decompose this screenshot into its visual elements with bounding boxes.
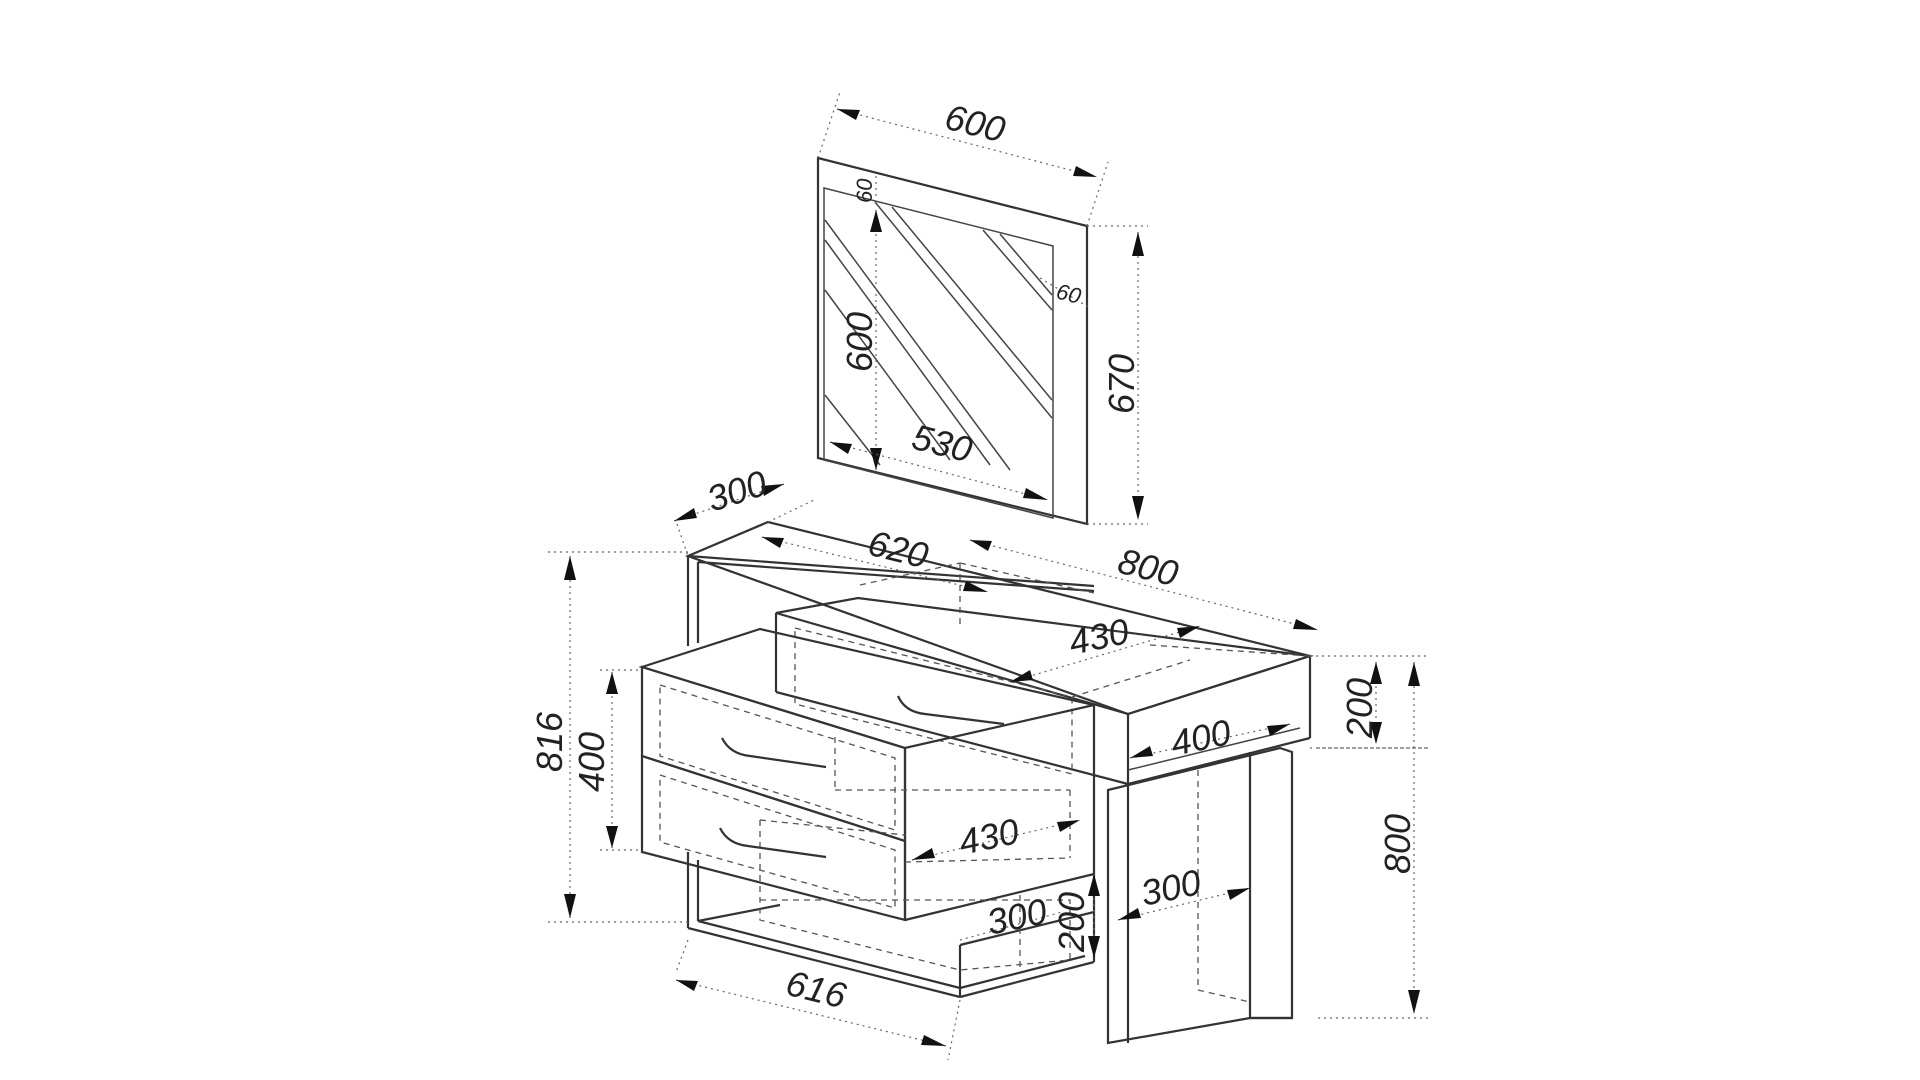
label-top-length: 800 bbox=[1114, 540, 1182, 594]
label-mirror-height-outer: 670 bbox=[1101, 354, 1142, 414]
label-base-width: 616 bbox=[782, 962, 851, 1017]
handle-upper-drawer bbox=[721, 737, 827, 769]
drawer-lower-front bbox=[640, 754, 907, 922]
mirror-reflection-lines bbox=[824, 201, 1053, 471]
label-top-depth: 300 bbox=[702, 462, 772, 520]
dimension-lines bbox=[548, 91, 1430, 1061]
label-mirror-inner-width: 530 bbox=[908, 416, 976, 470]
label-top-drawer-height: 200 bbox=[1339, 678, 1380, 739]
label-leg-depth: 300 bbox=[1137, 861, 1204, 914]
dimension-labels: 600 670 600 530 60 60 300 620 800 430 20… bbox=[529, 96, 1418, 1017]
label-mirror-width: 600 bbox=[941, 96, 1009, 150]
drawer-upper-front bbox=[640, 665, 907, 843]
label-drawer-width-lower: 430 bbox=[955, 810, 1022, 863]
handle-lower-drawer bbox=[719, 827, 827, 859]
label-mirror-height-inner: 600 bbox=[839, 312, 880, 372]
label-mirror-frame-side: 60 bbox=[1054, 279, 1085, 309]
label-leg-height: 800 bbox=[1377, 814, 1418, 874]
handle-top-drawer bbox=[896, 695, 1005, 726]
label-mirror-frame-top: 60 bbox=[852, 178, 877, 203]
mirror-inner-glass bbox=[823, 187, 1054, 519]
label-top-drawer-depth: 400 bbox=[1167, 711, 1234, 764]
label-top-shelf-length: 620 bbox=[864, 522, 932, 576]
label-drawer-stack-height: 400 bbox=[571, 732, 612, 792]
label-drawer-width-upper: 430 bbox=[1065, 610, 1132, 663]
table-body bbox=[638, 520, 1315, 1045]
label-shelf-height: 200 bbox=[1051, 892, 1092, 953]
label-overall-height: 816 bbox=[529, 711, 570, 772]
